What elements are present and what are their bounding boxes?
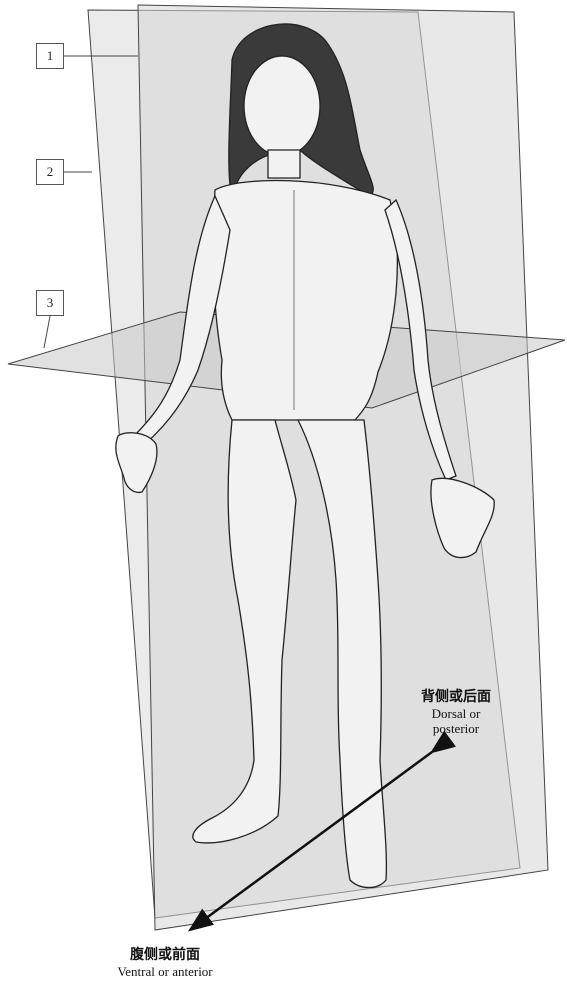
ventral-label: 腹侧或前面 Ventral or anterior: [70, 944, 260, 979]
ventral-label-en: Ventral or anterior: [70, 964, 260, 979]
callout-2: 2: [36, 159, 64, 185]
callout-3: 3: [36, 290, 64, 316]
dorsal-label-en-2: posterior: [392, 721, 520, 736]
dorsal-label-zh: 背侧或后面: [392, 686, 520, 706]
callout-3-leader: [44, 316, 50, 348]
torso: [213, 181, 397, 420]
neck: [268, 150, 300, 178]
dorsal-label-en-1: Dorsal or: [392, 706, 520, 721]
callout-1: 1: [36, 43, 64, 69]
dorsal-label: 背侧或后面 Dorsal or posterior: [392, 686, 520, 736]
ventral-label-zh: 腹侧或前面: [70, 944, 260, 964]
head: [244, 56, 320, 156]
